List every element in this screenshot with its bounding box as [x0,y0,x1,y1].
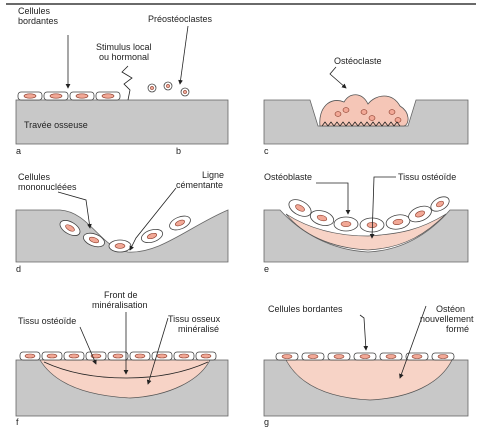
label-line: cémentante [176,180,223,190]
label-line: Front de [104,290,138,300]
panel-letter-c: c [264,146,269,156]
lining-cells [18,92,120,100]
label-line: nouvellement [420,314,474,324]
panel-a: Cellules bordantes Stimulus local ou hor… [16,6,228,156]
cell-row [20,352,216,360]
label-line: mononucléées [18,182,77,192]
label-osteoblaste: Ostéoblaste [264,172,312,182]
label-line: Stimulus local [96,42,152,52]
panel-d: Cellules mononucléées Ligne cémentante d [16,170,228,274]
panel-letter-f: f [16,417,19,427]
panel-letter-g: g [264,417,269,427]
panel-letter-a: a [16,146,21,156]
panel-letter-e: e [264,264,269,274]
panel-f: Front de minéralisation Tissu ostéoïde T… [16,290,228,427]
leader-arrow [180,26,188,84]
panel-c: Ostéoclaste c [264,56,468,156]
bone-pit [16,210,228,262]
label-line: minéralisation [92,300,148,310]
label-travee: Travée osseuse [24,120,88,130]
label-line: bordantes [18,16,59,26]
label-line: ou hormonal [99,52,149,62]
panel-g: Cellules bordantes Ostéon nouvellement f… [264,304,476,427]
leader-arrow [316,183,348,214]
lining-cells [276,353,454,360]
label-cellules-bordantes: Cellules bordantes [18,6,59,26]
panel-letter-b: b [176,146,181,156]
label-tissu-osteoide-e: Tissu ostéoïde [398,172,456,182]
label-ligne-cementante: Ligne cémentante [176,170,227,190]
label-tissu-osteoide-f: Tissu ostéoïde [18,316,76,326]
stimulus-zigzag [122,66,132,100]
panel-e: Ostéoblaste Tissu ostéoïde e [264,172,468,274]
label-tissu-osseux: Tissu osseux minéralisé [168,314,223,334]
label-osteoclaste: Ostéoclaste [334,56,382,66]
label-line: Ostéon [436,304,465,314]
label-front-mineralisation: Front de minéralisation [92,290,148,310]
label-line: Cellules [18,172,51,182]
label-preosteoclastes: Préostéoclastes [148,14,213,24]
label-line: Cellules [18,6,51,16]
label-cellules-bordantes-g: Cellules bordantes [268,304,343,314]
label-line: Tissu osseux [168,314,221,324]
preosteoclast-cells [148,82,189,96]
label-stimulus: Stimulus local ou hormonal [96,42,154,62]
label-line: formé [446,324,469,334]
leader-arrow [360,315,366,350]
leader-arrow [330,67,346,88]
label-line: Ligne [202,170,224,180]
label-line: minéralisé [178,324,219,334]
label-osteon: Ostéon nouvellement formé [420,304,476,334]
panel-letter-d: d [16,264,21,274]
label-cellules-mononucleees: Cellules mononucléées [18,172,77,192]
